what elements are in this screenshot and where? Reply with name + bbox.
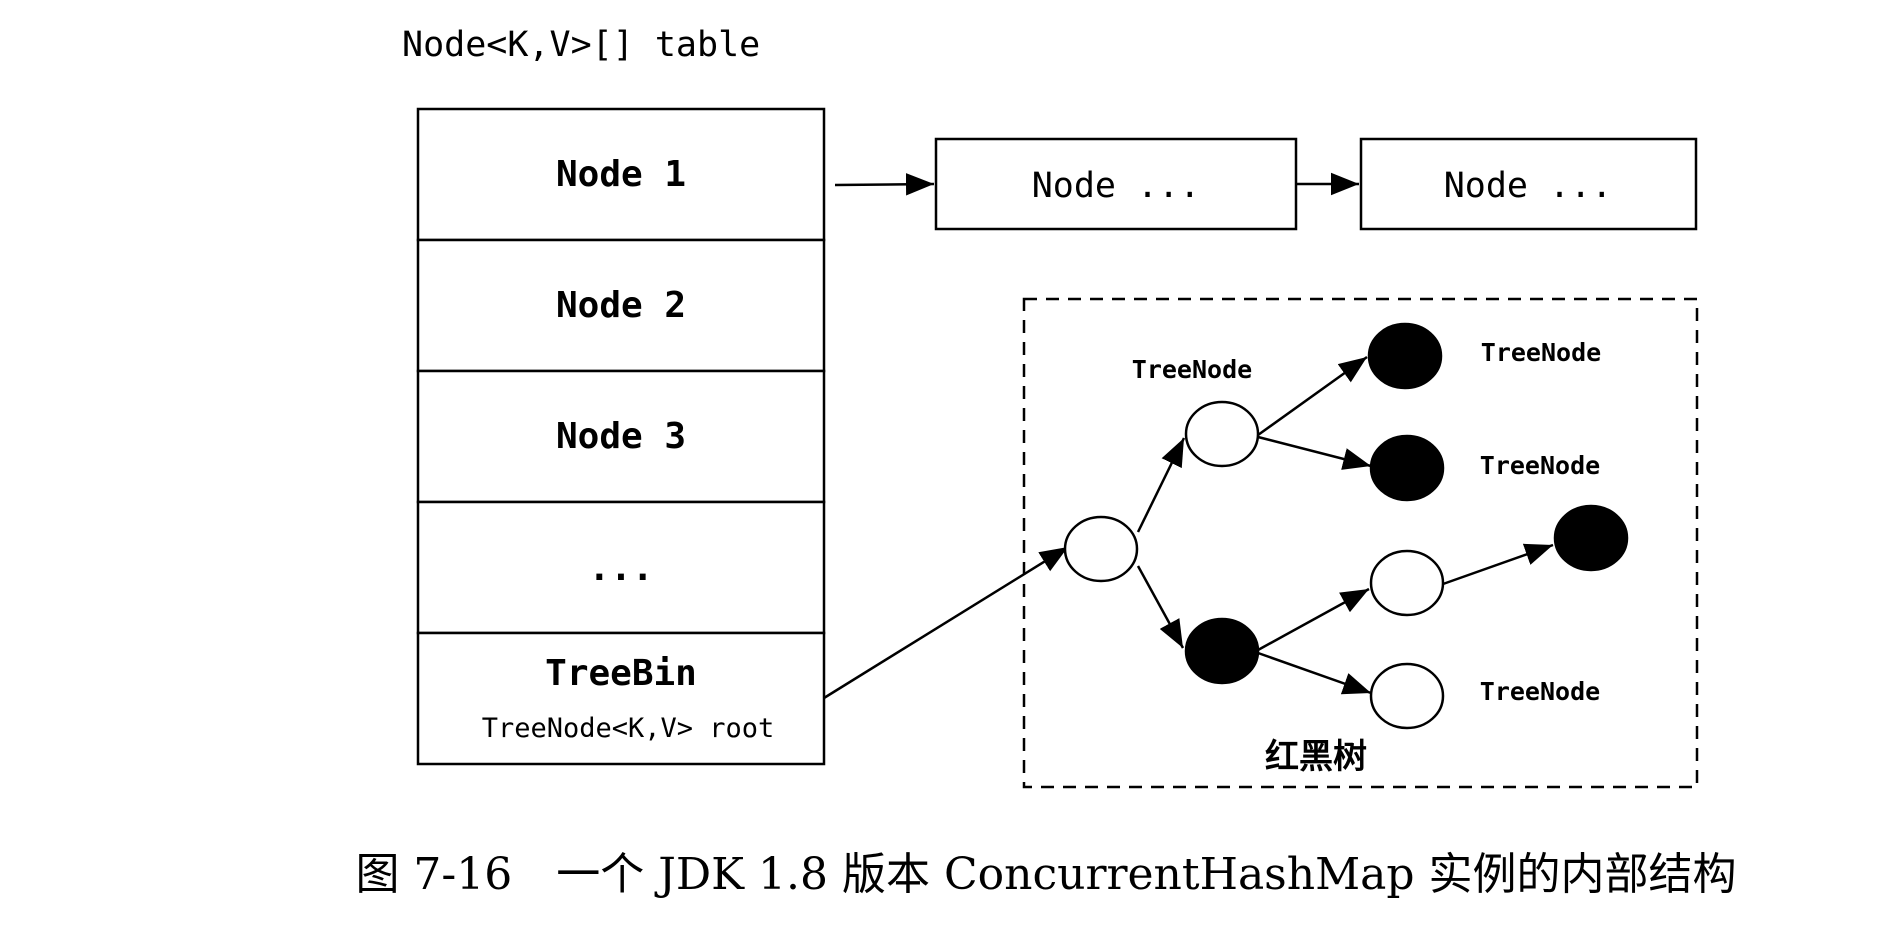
table-title: Node<K,V>[] table — [402, 25, 760, 65]
edge-lower-to-white-b — [1257, 651, 1372, 695]
table-cell-node-3 — [416, 369, 826, 504]
red-black-tree-box — [1022, 297, 1699, 789]
treebin-root-label: TreeNode<K,V> root — [482, 713, 775, 744]
tree-node-root — [1063, 515, 1139, 583]
red-black-tree-label: 红黑树 — [1265, 737, 1367, 777]
tree-node-upper — [1184, 400, 1260, 468]
edge-root-to-lower — [1136, 565, 1185, 649]
tree-edges — [1136, 355, 1554, 695]
chain-node-1 — [934, 137, 1298, 231]
cell-label-node-2: Node 2 — [556, 285, 686, 326]
table-cell-node-1 — [416, 107, 826, 242]
tree-nodes — [1063, 322, 1629, 730]
tree-node-black-1 — [1367, 322, 1443, 390]
node-table: Node 1 Node 2 Node 3 ... TreeBin TreeNod… — [416, 107, 826, 766]
edge-white-a-to-black-3 — [1442, 543, 1554, 586]
cell-label-treebin: TreeBin — [545, 653, 697, 694]
edge-upper-to-black-1 — [1257, 355, 1368, 437]
edge-upper-to-black-2 — [1257, 435, 1372, 470]
node-chain: Node ... Node ... — [834, 137, 1698, 231]
chain-node-2-label: Node ... — [1444, 166, 1613, 206]
figure-caption: 图 7-16 一个 JDK 1.8 版本 ConcurrentHashMap 实… — [355, 849, 1736, 900]
tree-label-black-1: TreeNode — [1481, 338, 1601, 367]
cell-label-ellipsis: ... — [588, 548, 653, 589]
table-cell-treebin — [416, 631, 826, 766]
tree-node-white-a — [1369, 549, 1445, 617]
edge-root-to-upper — [1136, 437, 1186, 533]
table-cell-ellipsis — [416, 500, 826, 635]
tree-label-upper: TreeNode — [1132, 355, 1252, 384]
tree-label-black-2: TreeNode — [1480, 451, 1600, 480]
tree-label-white-b: TreeNode — [1480, 677, 1600, 706]
cell-label-node-1: Node 1 — [556, 154, 686, 195]
tree-node-white-b — [1369, 662, 1445, 730]
treebin-root-arrow — [823, 545, 1069, 700]
table-cell-node-2 — [416, 238, 826, 373]
tree-node-lower-black — [1184, 617, 1260, 685]
tree-node-black-3 — [1553, 504, 1629, 572]
tree-node-black-2 — [1369, 434, 1445, 502]
chain-node-1-label: Node ... — [1032, 166, 1201, 206]
chain-node-2 — [1359, 137, 1698, 231]
chain-arrow-1 — [834, 173, 935, 196]
edge-lower-to-white-a — [1257, 587, 1370, 652]
cell-label-node-3: Node 3 — [556, 416, 686, 457]
